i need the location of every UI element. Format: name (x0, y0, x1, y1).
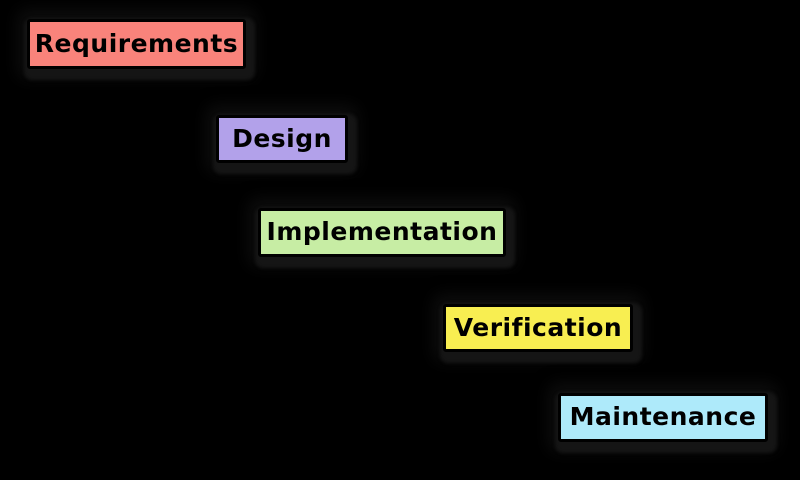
stage-box-verification: Verification (443, 304, 633, 352)
stage-label-design: Design (232, 123, 332, 153)
stage-label-verification: Verification (453, 312, 623, 342)
stage-box-requirements: Requirements (27, 19, 246, 69)
stage-label-requirements: Requirements (34, 28, 239, 58)
stage-box-maintenance: Maintenance (558, 393, 768, 442)
stage-label-implementation: Implementation (266, 217, 498, 246)
stage-label-maintenance: Maintenance (569, 402, 757, 431)
stage-box-design: Design (216, 115, 348, 163)
stage-box-implementation: Implementation (258, 208, 506, 257)
